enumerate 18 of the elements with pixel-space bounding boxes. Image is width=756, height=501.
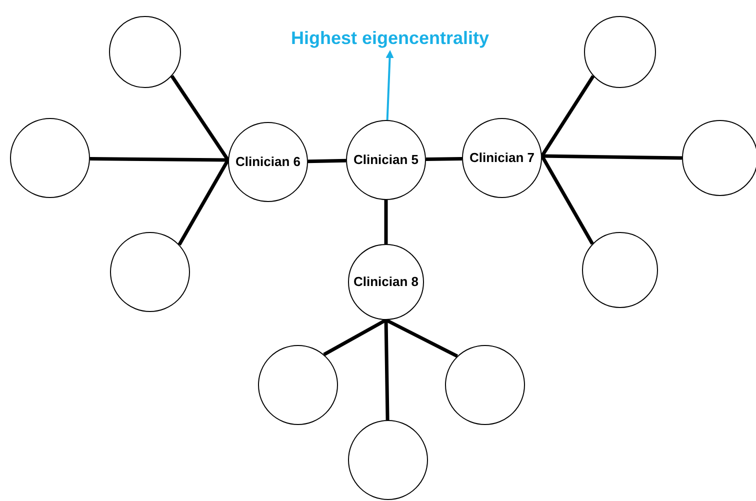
clinician-node: Clinician 8 [348,244,424,320]
connector-line [90,156,228,162]
connector-line [178,159,230,246]
connector-line [542,154,682,160]
clinician-node: Clinician 5 [346,120,426,200]
connector-line [384,200,388,244]
clinician-node: Clinician 6 [228,122,308,202]
connector-line [426,156,462,162]
connector-line [384,320,390,420]
connector-line [385,318,458,358]
connector-line [308,158,346,164]
arrow [386,50,394,120]
connector-line [540,75,595,157]
connector-line [170,75,230,161]
connector-line [323,318,387,356]
annotation-label: Highest eigencentrality [270,24,510,52]
connector-line [540,155,594,245]
clinician-node: Clinician 7 [462,118,542,198]
